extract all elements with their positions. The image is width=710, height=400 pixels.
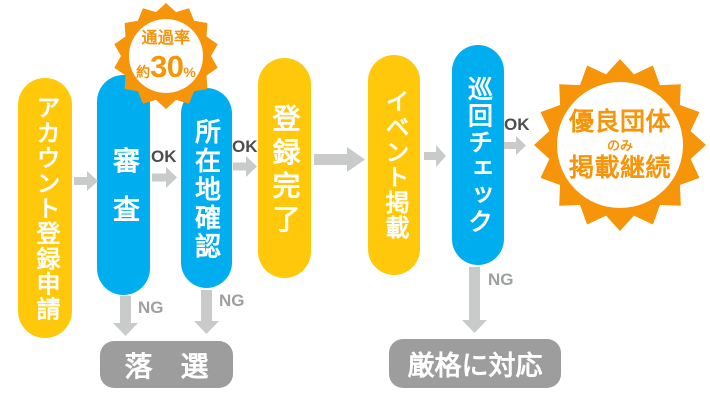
step-event-listing-label: イベント掲載: [381, 89, 408, 241]
badge-pass-rate: 通過率 約 30 %: [112, 2, 220, 110]
step-registration-complete: 登録完了: [258, 58, 311, 278]
step-event-listing: イベント掲載: [368, 55, 420, 275]
outcome-box-strict-response: 厳格に対応: [389, 339, 561, 388]
step-address-check: 所在地確認: [181, 88, 232, 288]
ok-label: OK: [232, 137, 258, 156]
right-arrow-icon: [314, 147, 365, 172]
ng-label: NG: [138, 298, 164, 317]
ok-label: OK: [504, 115, 530, 134]
outcome-strict-label: 厳格に対応: [407, 351, 543, 381]
badge-keep-listing: 優良団体 のみ 掲載継続: [533, 58, 707, 232]
keep-listing-line3: 掲載継続: [568, 153, 671, 182]
right-arrow-icon: [233, 156, 257, 177]
right-arrow-icon: [152, 167, 177, 188]
pass-rate-unit: %: [183, 63, 196, 80]
down-arrow-icon: [113, 296, 138, 336]
keep-listing-line2: のみ: [606, 137, 633, 153]
step-patrol-check: 巡回チェック: [452, 45, 504, 265]
outcome-rejected-label: 落 選: [124, 350, 209, 382]
step-account-registration-label: アカウント登録申請: [32, 94, 59, 322]
ok-label: OK: [151, 147, 177, 166]
starburst-icon: [534, 59, 706, 231]
badge-pass-rate-text: 通過率 約 30 %: [112, 2, 220, 110]
step-address-check-label: 所在地確認: [191, 117, 222, 261]
badge-keep-listing-text: 優良団体 のみ 掲載継続: [533, 58, 707, 232]
right-arrow-icon: [504, 136, 526, 155]
step-screening-label: 審査: [109, 147, 139, 245]
step-patrol-check-label: 巡回チェック: [464, 75, 493, 235]
down-arrow-icon: [462, 267, 487, 333]
pass-rate-value-row: 約 30 %: [136, 51, 196, 82]
step-registration-complete-label: 登録完了: [269, 103, 301, 239]
ng-label: NG: [488, 270, 514, 289]
outcome-box-rejected: 落 選: [100, 341, 233, 388]
keep-listing-line1: 優良団体: [568, 107, 671, 136]
ng-label: NG: [219, 291, 245, 310]
step-account-registration: アカウント登録申請: [18, 78, 72, 338]
down-arrow-icon: [194, 290, 219, 334]
right-arrow-icon: [74, 171, 98, 191]
right-arrow-icon: [424, 145, 446, 167]
pass-rate-value: 30: [150, 48, 184, 84]
pass-rate-approx: 約: [136, 63, 151, 80]
pass-rate-title: 通過率: [141, 29, 191, 47]
step-screening: 審査: [97, 75, 150, 295]
starburst-icon: [114, 3, 218, 109]
